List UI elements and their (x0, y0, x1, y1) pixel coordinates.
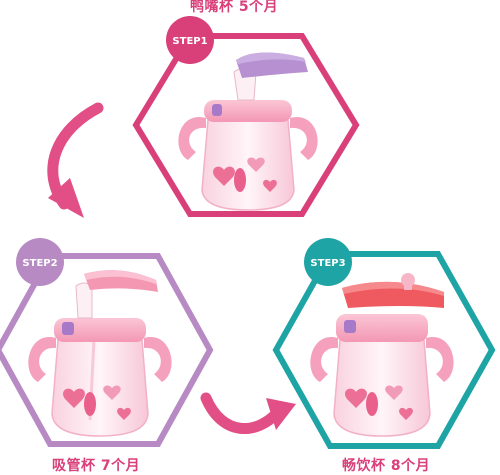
step1-caption: 鸭嘴杯 5个月 (190, 0, 279, 15)
step1-badge: STEP1 (166, 16, 214, 64)
step3-badge-label: STEP3 (310, 258, 345, 269)
step3-cup-image (310, 273, 454, 437)
curved-arrow-icon (47, 102, 104, 218)
step2-badge-label: STEP2 (22, 258, 57, 269)
step2-panel: STEP2 (0, 238, 214, 447)
step1-panel: STEP1 (132, 16, 360, 217)
step2-cup-image (28, 270, 172, 437)
step1-badge-label: STEP1 (172, 36, 207, 47)
curved-arrow-icon (200, 392, 296, 435)
step3-caption: 畅饮杯 8个月 (342, 458, 431, 474)
step3-badge: STEP3 (304, 238, 352, 286)
step1-cup-image (178, 52, 318, 211)
step3-panel: STEP3 (272, 238, 496, 449)
step2-caption: 吸管杯 7个月 (52, 458, 141, 474)
step2-badge: STEP2 (16, 238, 64, 286)
